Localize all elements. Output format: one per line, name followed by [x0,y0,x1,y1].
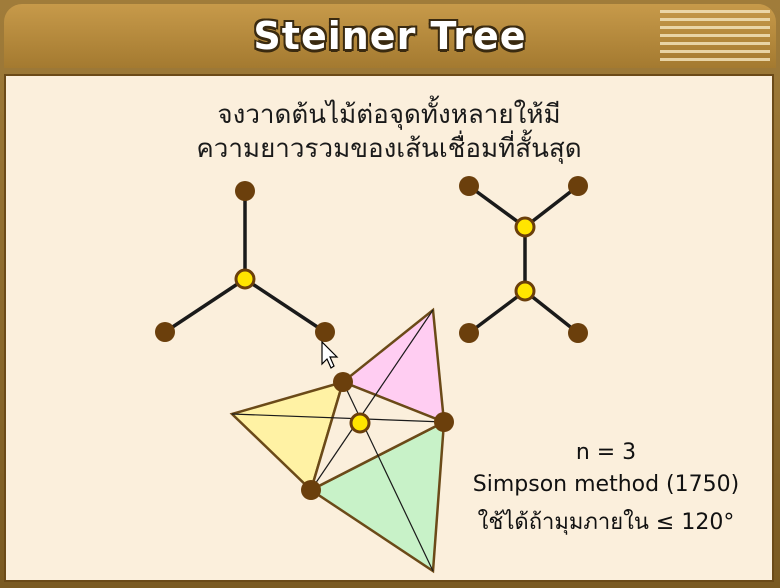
heading-line-2: ความยาวรวมของเส้นเชื่อมที่สั้นสุด [196,134,582,164]
title-bar: Steiner Tree [4,4,776,68]
steiner-diagram [155,176,588,574]
caption-n: n = 3 [575,440,637,465]
tree-edge [467,184,527,229]
slide-title: Steiner Tree [253,14,527,58]
steiner-point [234,268,256,290]
base-triangle [308,380,448,493]
terminal-node [155,322,175,342]
terminal-node [301,480,321,500]
mouse-cursor-icon [321,340,339,369]
tree-edge [244,277,326,334]
tree-edge [164,277,246,334]
terminal-node [315,322,335,342]
three-point-tree [155,181,335,342]
tree-edge [523,289,580,335]
terminal-node [333,372,353,392]
steiner-point [514,280,536,302]
title-stripes-decoration [660,10,770,62]
four-point-tree [459,176,588,343]
heading-line-1: จงวาดต้นไม้ต่อจุดทั้งหลายให้มี [217,100,561,130]
caption-condition: ใช้ได้ถ้ามุมภายใน ≤ 120° [477,510,735,535]
tree-edge [467,289,527,335]
terminal-node [459,176,479,196]
terminal-node [568,323,588,343]
content-panel: จงวาดต้นไม้ต่อจุดทั้งหลายให้มี ความยาวรว… [4,74,774,582]
simpson-line [310,309,434,491]
terminal-node [235,181,255,201]
terminal-node [434,412,454,432]
simpson-line [231,413,445,423]
steiner-point [514,216,536,238]
tree-edge [523,184,580,229]
caption-method: Simpson method (1750) [472,472,740,497]
steiner-point [349,412,371,434]
simpson-construction [229,307,454,574]
terminal-node [459,323,479,343]
terminal-node [568,176,588,196]
